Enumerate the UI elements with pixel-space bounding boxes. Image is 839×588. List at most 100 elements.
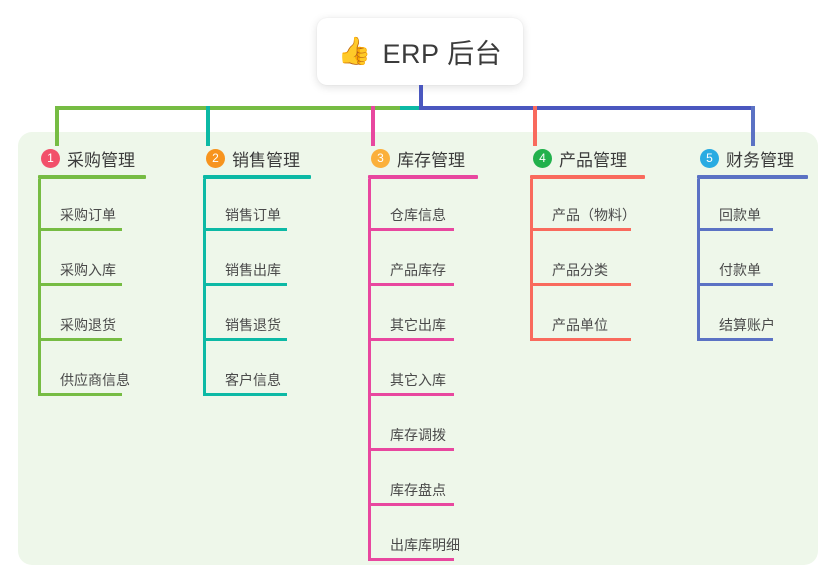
column-badge-5: 5 [700, 148, 719, 168]
leaf-item-underline [368, 228, 454, 231]
leaf-item-label: 客户信息 [225, 372, 281, 388]
leaf-item[interactable]: 出库库明细 [368, 531, 484, 561]
column-spine [368, 179, 371, 561]
leaf-item-label: 产品库存 [390, 262, 446, 278]
bus-left-cap [55, 106, 59, 146]
column-underline [203, 175, 311, 179]
column-header-4[interactable]: 4 产品管理 [530, 145, 645, 171]
leaf-item[interactable]: 仓库信息 [368, 201, 484, 231]
leaf-item[interactable]: 产品库存 [368, 256, 484, 286]
leaf-item-label: 其它入库 [390, 372, 446, 388]
leaf-item[interactable]: 采购入库 [38, 256, 152, 286]
column-stub-3 [371, 106, 375, 146]
leaf-item-label: 结算账户 [719, 317, 775, 333]
column-badge-3: 3 [371, 148, 390, 168]
leaf-item[interactable]: 采购订单 [38, 201, 152, 231]
leaf-item[interactable]: 库存调拨 [368, 421, 484, 451]
leaf-item[interactable]: 客户信息 [203, 366, 317, 396]
column-header-2[interactable]: 2 销售管理 [203, 145, 311, 171]
column-badge-1: 1 [41, 148, 60, 168]
column-underline [697, 175, 808, 179]
leaf-item[interactable]: 其它出库 [368, 311, 484, 341]
leaf-item[interactable]: 回款单 [697, 201, 803, 231]
column-items: 产品（物料） 产品分类产品单位 [530, 179, 645, 341]
leaf-item[interactable]: 结算账户 [697, 311, 803, 341]
leaf-item-label: 采购退货 [60, 317, 116, 333]
leaf-item[interactable]: 库存盘点 [368, 476, 484, 506]
leaf-item-underline [697, 228, 773, 231]
leaf-item-label: 回款单 [719, 207, 761, 223]
column-items: 销售订单销售出库销售退货客户信息 [203, 179, 311, 396]
leaf-item[interactable]: 产品分类 [530, 256, 661, 286]
column-items: 仓库信息产品库存其它出库其它入库库存调拨库存盘点出库库明细 [368, 179, 478, 561]
leaf-item-underline [368, 558, 454, 561]
column-title: 库存管理 [397, 150, 465, 170]
column-underline [368, 175, 478, 179]
leaf-item-underline [697, 283, 773, 286]
leaf-item-label: 销售退货 [225, 317, 281, 333]
leaf-item[interactable]: 付款单 [697, 256, 803, 286]
leaf-item[interactable]: 其它入库 [368, 366, 484, 396]
leaf-item-underline [368, 393, 454, 396]
leaf-item-underline [38, 338, 122, 341]
leaf-item-underline [38, 283, 122, 286]
leaf-item[interactable]: 供应商信息 [38, 366, 152, 396]
column-stub-2 [206, 106, 210, 146]
leaf-item-label: 库存盘点 [390, 482, 446, 498]
column-采购管理: 1 采购管理采购订单采购入库采购退货供应商信息 [38, 145, 146, 396]
bus-right-cap [751, 106, 755, 146]
leaf-item[interactable]: 采购退货 [38, 311, 152, 341]
leaf-item-underline [38, 393, 122, 396]
column-header-1[interactable]: 1 采购管理 [38, 145, 146, 171]
leaf-item-underline [38, 228, 122, 231]
thumbs-up-icon: 👍 [337, 36, 372, 67]
leaf-item-label: 产品分类 [552, 262, 608, 278]
leaf-item-underline [368, 448, 454, 451]
column-stub-4 [533, 106, 537, 146]
root-node[interactable]: 👍 ERP 后台 [317, 18, 523, 85]
column-spine [530, 179, 533, 341]
leaf-item-label: 销售出库 [225, 262, 281, 278]
leaf-item-label: 产品（物料） [552, 207, 636, 223]
leaf-item-underline [368, 503, 454, 506]
leaf-item[interactable]: 产品（物料） [530, 201, 661, 231]
column-title: 产品管理 [559, 150, 627, 170]
column-spine [38, 179, 41, 396]
column-title: 销售管理 [232, 150, 300, 170]
leaf-item-underline [203, 228, 287, 231]
leaf-item-label: 付款单 [719, 262, 761, 278]
leaf-item-underline [368, 338, 454, 341]
leaf-item-label: 采购订单 [60, 207, 116, 223]
diagram-panel [18, 132, 818, 565]
column-items: 采购订单采购入库采购退货供应商信息 [38, 179, 146, 396]
column-badge-2: 2 [206, 148, 225, 168]
root-node-label: ERP 后台 [382, 39, 503, 69]
root-node-content: 👍 ERP 后台 [338, 32, 502, 71]
leaf-item[interactable]: 产品单位 [530, 311, 661, 341]
bus-segment-blue [419, 106, 755, 110]
column-underline [38, 175, 146, 179]
leaf-item[interactable]: 销售订单 [203, 201, 317, 231]
column-title: 采购管理 [67, 150, 135, 170]
leaf-item-label: 供应商信息 [60, 372, 130, 388]
leaf-item-underline [203, 393, 287, 396]
leaf-item[interactable]: 销售退货 [203, 311, 317, 341]
leaf-item-label: 产品单位 [552, 317, 608, 333]
leaf-item-label: 库存调拨 [390, 427, 446, 443]
column-badge-4: 4 [533, 148, 552, 168]
leaf-item-label: 其它出库 [390, 317, 446, 333]
leaf-item-underline [203, 338, 287, 341]
column-spine [203, 179, 206, 396]
bus-segment-green [55, 106, 400, 110]
leaf-item-label: 采购入库 [60, 262, 116, 278]
leaf-item[interactable]: 销售出库 [203, 256, 317, 286]
leaf-item-underline [203, 283, 287, 286]
bus-segment-teal [400, 106, 419, 110]
column-header-3[interactable]: 3 库存管理 [368, 145, 478, 171]
column-items: 回款单付款单结算账户 [697, 179, 808, 341]
leaf-item-underline [530, 228, 631, 231]
